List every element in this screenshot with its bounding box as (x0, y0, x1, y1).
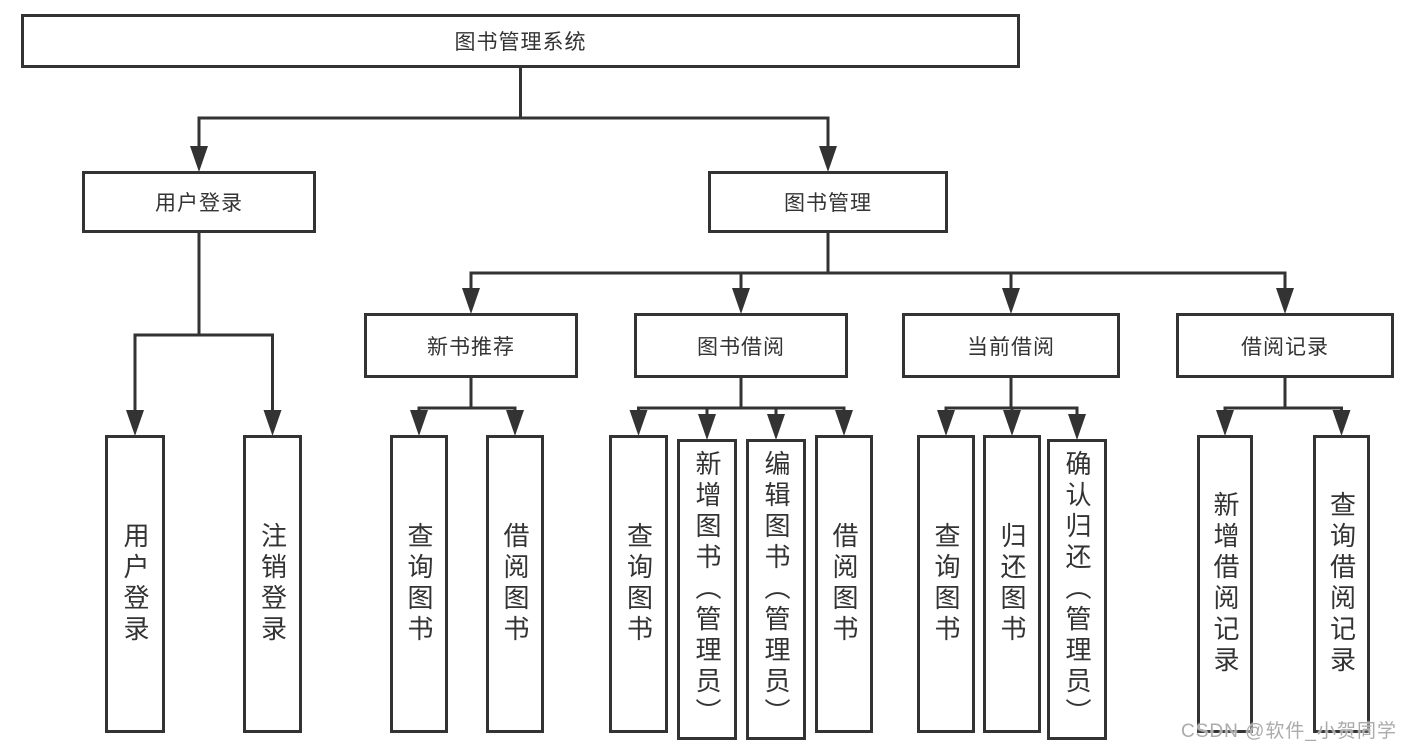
node-book-borrowing: 图书借阅 (634, 313, 848, 378)
arrowhead-icon (1332, 410, 1351, 436)
node-leaf-cb-query-books: 查询图书 (917, 435, 975, 733)
node-leaf-bb-query-books: 查询图书 (609, 435, 668, 733)
arrowhead-icon (506, 410, 524, 436)
arrowhead-icon (1003, 410, 1021, 436)
arrowhead-icon (410, 410, 428, 436)
arrowhead-icon (1002, 288, 1020, 314)
node-leaf-user-login: 用户登录 (105, 435, 165, 733)
arrowhead-icon (263, 410, 282, 436)
node-leaf-cb-confirm-return-admin: 确认归还（管理员） (1047, 439, 1107, 740)
arrowhead-icon (767, 414, 785, 440)
arrowhead-icon (126, 410, 144, 436)
node-user-login: 用户登录 (82, 171, 316, 233)
arrowhead-icon (629, 410, 648, 436)
arrowhead-icon (462, 288, 480, 314)
node-leaf-br-query-record: 查询借阅记录 (1313, 435, 1370, 733)
node-leaf-nb-borrow-books: 借阅图书 (486, 435, 544, 733)
node-leaf-logout: 注销登录 (243, 435, 302, 733)
node-new-book-recommend: 新书推荐 (364, 313, 578, 378)
node-leaf-br-add-record: 新增借阅记录 (1197, 435, 1253, 733)
arrowhead-icon (1276, 288, 1294, 314)
arrowhead-icon (190, 146, 208, 172)
node-leaf-bb-edit-books-admin: 编辑图书（管理员） (746, 439, 806, 740)
node-leaf-nb-query-books: 查询图书 (390, 435, 448, 733)
node-leaf-cb-return-books: 归还图书 (983, 435, 1041, 733)
arrowhead-icon (835, 410, 853, 436)
node-root: 图书管理系统 (21, 14, 1020, 68)
node-book-management: 图书管理 (708, 171, 948, 233)
node-borrowing-records: 借阅记录 (1176, 313, 1394, 378)
arrowhead-icon (732, 288, 750, 314)
node-leaf-bb-add-books-admin: 新增图书（管理员） (677, 439, 737, 740)
arrowhead-icon (698, 414, 716, 440)
arrowhead-icon (937, 410, 955, 436)
arrowhead-icon (1068, 414, 1086, 440)
watermark: CSDN @软件_小贺同学 (1181, 721, 1397, 742)
node-current-borrowing: 当前借阅 (902, 313, 1120, 378)
arrowhead-icon (819, 146, 837, 172)
node-leaf-bb-borrow-books: 借阅图书 (815, 435, 873, 733)
arrowhead-icon (1216, 410, 1234, 436)
